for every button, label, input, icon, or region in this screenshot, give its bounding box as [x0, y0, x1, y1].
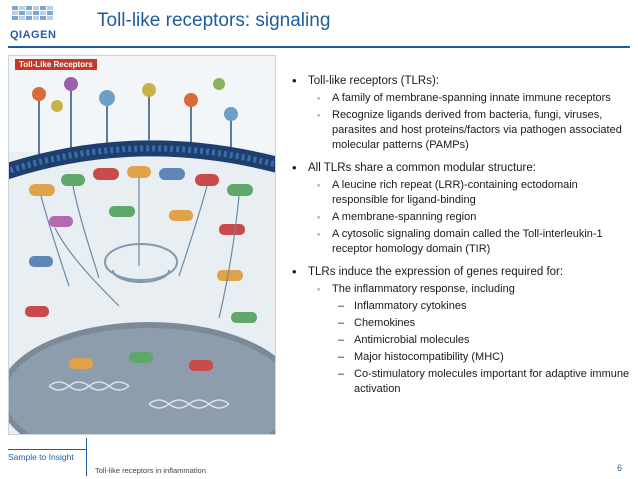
bullet-level2-text: A leucine rich repeat (LRR)-containing e…: [332, 179, 578, 206]
footer-tagline: Sample to Insight: [8, 452, 74, 462]
figure-title: Toll-Like Receptors: [15, 59, 97, 70]
bullet-level1: TLRs induce the expression of genes requ…: [284, 264, 630, 280]
bullet-level3: –Antimicrobial molecules: [284, 333, 630, 348]
circle-bullet-icon: ◦: [317, 284, 321, 294]
bullet-level3-text: Inflammatory cytokines: [354, 300, 467, 312]
bullet-level1: Toll-like receptors (TLRs):: [284, 73, 630, 89]
dash-bullet-icon: –: [338, 351, 345, 363]
page-number: 6: [617, 463, 623, 473]
qiagen-logo: QIAGEN: [8, 6, 58, 44]
circle-bullet-icon: ◦: [317, 93, 321, 103]
bullet-level2: ◦ A family of membrane-spanning innate im…: [284, 91, 630, 106]
bullet-level3-text: Co-stimulatory molecules important for a…: [354, 368, 630, 395]
circle-bullet-icon: ◦: [317, 180, 321, 190]
circle-bullet-icon: ◦: [317, 229, 321, 239]
bullet-level2-text: Recognize ligands derived from bacteria,…: [332, 109, 622, 151]
bullet-level3: –Co-stimulatory molecules important for …: [284, 367, 630, 397]
bullet-level3-text: Major histocompatibility (MHC): [354, 351, 504, 363]
bullet-level3-text: Antimicrobial molecules: [354, 334, 470, 346]
bullet-level2-text: The inflammatory response, including: [332, 283, 515, 295]
bullet-list: Toll-like receptors (TLRs): ◦ A family of …: [284, 73, 630, 397]
footer-divider: [86, 438, 87, 476]
dash-bullet-icon: –: [338, 317, 345, 329]
dash-bullet-icon: –: [338, 368, 345, 380]
bullet-level3-text: Chemokines: [354, 317, 416, 329]
logo-mark: [12, 6, 53, 20]
dash-bullet-icon: –: [338, 334, 345, 346]
circle-bullet-icon: ◦: [317, 212, 321, 222]
dash-bullet-icon: –: [338, 300, 345, 312]
bullet-level2-text: A cytosolic signaling domain called the …: [332, 228, 603, 255]
bullet-level3: –Inflammatory cytokines: [284, 299, 630, 314]
bullet-level3: –Major histocompatibility (MHC): [284, 350, 630, 365]
bullet-level2: ◦ Recognize ligands derived from bacteria…: [284, 108, 630, 153]
footer-title: Toll-like receptors in inflammation: [95, 466, 206, 475]
pathway-figure: Toll-Like Receptors: [8, 55, 276, 435]
slide-title: Toll-like receptors: signaling: [97, 10, 331, 31]
bullet-level2: ◦ A membrane-spanning region: [284, 210, 630, 225]
bullet-level3: –Chemokines: [284, 316, 630, 331]
bullet-level2: ◦ The inflammatory response, including: [284, 282, 630, 297]
bullet-level1: All TLRs share a common modular structur…: [284, 160, 630, 176]
logo-text: QIAGEN: [10, 29, 57, 41]
bullet-level2: ◦ A cytosolic signaling domain called the…: [284, 227, 630, 257]
bullet-level2: ◦ A leucine rich repeat (LRR)-containing …: [284, 178, 630, 208]
footer-rule: [8, 449, 86, 450]
pathway-illustration: [9, 56, 275, 434]
header-rule: [8, 46, 630, 48]
circle-bullet-icon: ◦: [317, 110, 321, 120]
bullet-level2-text: A family of membrane-spanning innate imm…: [332, 92, 611, 104]
bullet-level2-text: A membrane-spanning region: [332, 211, 477, 223]
